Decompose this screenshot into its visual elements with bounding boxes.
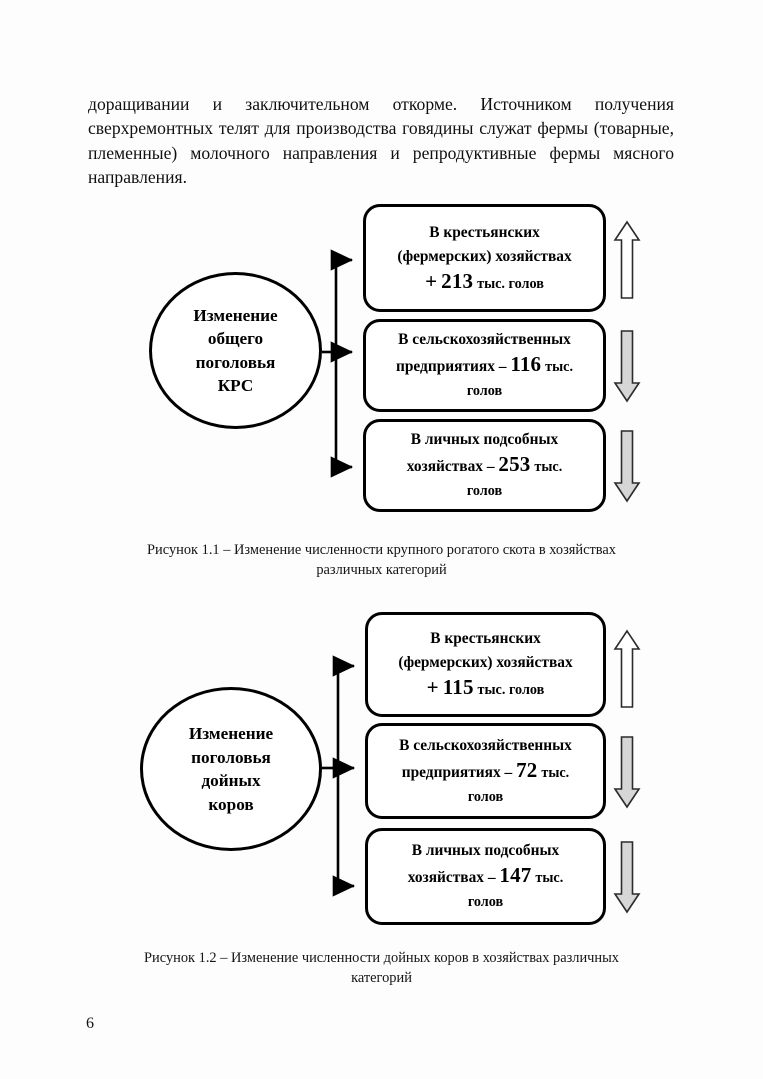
center-line-1: Изменение <box>193 305 278 325</box>
figure-1-1-branch-box-3: В личных подсобных хозяйствах – 253 тыс.… <box>363 419 606 512</box>
arrow-down-icon <box>613 736 641 809</box>
arrow-down-icon <box>613 430 641 503</box>
center-line-4: КРС <box>217 376 254 395</box>
branch-3-line-1: В личных подсобных <box>411 842 560 859</box>
arrow-up-icon <box>613 220 641 299</box>
branch-2-line-1: В сельскохозяйственных <box>399 736 572 754</box>
center-line-2: поголовья <box>191 747 271 767</box>
center-line-1: Изменение <box>188 724 274 743</box>
branch-1-line-2: (фермерских) хозяйствах <box>397 247 572 265</box>
caption-1-line-1: Рисунок 1.1 – Изменение численности круп… <box>147 542 616 558</box>
branch-2-text: В сельскохозяйственных предприятиях – 72… <box>389 734 582 809</box>
branch-1-sign: + <box>425 268 438 293</box>
branch-1-line-2: (фермерских) хозяйствах <box>398 654 573 671</box>
figure-1-2-branch-box-3: В личных подсобных хозяйствах – 147 тыс.… <box>365 828 606 925</box>
branch-2-prefix: предприятиях – <box>401 763 513 781</box>
figure-1-2-diagram: Изменение поголовья дойных коров В крест… <box>0 604 763 934</box>
branch-1-value: 213 <box>441 268 474 293</box>
center-line-4: коров <box>208 794 254 814</box>
branch-3-prefix: хозяйствах – <box>406 458 495 475</box>
branch-1-line-1: В крестьянских <box>430 630 541 647</box>
center-line-2: общего <box>207 329 264 348</box>
branch-2-unit: тыс. <box>541 764 570 781</box>
figure-1-2-branch-box-2: В сельскохозяйственных предприятиях – 72… <box>365 723 606 819</box>
branch-3-unit-tail: голов <box>467 894 504 910</box>
figure-1-2-center-circle: Изменение поголовья дойных коров <box>140 687 322 851</box>
arrow-up-icon <box>613 629 641 708</box>
branch-3-line-1: В личных подсобных <box>410 431 559 448</box>
figure-1-1-diagram: Изменение общего поголовья КРС В крестья… <box>0 195 763 525</box>
branch-3-text: В личных подсобных хозяйствах – 253 тыс.… <box>397 428 573 503</box>
branch-1-unit: тыс. голов <box>477 275 544 292</box>
branch-1-sign: + <box>426 675 439 699</box>
figure-1-2-branch-box-1: В крестьянских (фермерских) хозяйствах +… <box>365 612 606 717</box>
branch-3-value: 147 <box>499 863 532 887</box>
branch-2-value: 116 <box>510 352 542 376</box>
branch-3-value: 253 <box>498 452 531 476</box>
figure-1-1-center-label: Изменение общего поголовья КРС <box>179 304 291 398</box>
branch-3-unit: тыс. <box>535 870 564 886</box>
branch-3-prefix: хозяйствах – <box>407 869 496 886</box>
branch-1-line-1: В крестьянских <box>429 223 540 241</box>
branch-2-unit-tail: голов <box>466 383 503 399</box>
branch-1-unit: тыс. голов <box>477 682 545 698</box>
figure-1-2-center-label: Изменение поголовья дойных коров <box>175 722 287 816</box>
body-paragraph: доращивании и заключительном откорме. Ис… <box>88 93 674 188</box>
branch-1-text: В крестьянских (фермерских) хозяйствах +… <box>388 627 582 702</box>
caption-2-line-2: категорий <box>351 970 412 986</box>
branch-3-text: В личных подсобных хозяйствах – 147 тыс.… <box>398 839 574 914</box>
arrow-down-icon <box>613 841 641 914</box>
branch-2-unit-tail: голов <box>467 788 504 805</box>
center-line-3: поголовья <box>195 352 276 372</box>
branch-2-unit: тыс. <box>545 359 574 375</box>
caption-2-line-1: Рисунок 1.2 – Изменение численности дойн… <box>144 950 619 966</box>
branch-2-text: В сельскохозяйственных предприятиях – 11… <box>386 328 583 403</box>
figure-1-1-caption: Рисунок 1.1 – Изменение численности круп… <box>0 540 763 580</box>
branch-1-text: В крестьянских (фермерских) хозяйствах +… <box>387 221 581 296</box>
figure-1-1-center-circle: Изменение общего поголовья КРС <box>149 272 322 429</box>
caption-1-line-2: различных категорий <box>316 562 447 578</box>
figure-1-1-branch-box-2: В сельскохозяйственных предприятиях – 11… <box>363 319 606 412</box>
page-number: 6 <box>86 1015 94 1032</box>
branch-2-line-1: В сельскохозяйственных <box>398 331 571 348</box>
branch-3-unit: тыс. <box>534 459 563 475</box>
arrow-down-icon <box>613 330 641 403</box>
branch-3-unit-tail: голов <box>466 483 503 499</box>
branch-1-value: 115 <box>442 675 474 699</box>
figure-1-1-branch-box-1: В крестьянских (фермерских) хозяйствах +… <box>363 204 606 312</box>
center-line-3: дойных <box>201 771 261 790</box>
figure-1-2-caption: Рисунок 1.2 – Изменение численности дойн… <box>0 948 763 988</box>
branch-2-prefix: предприятиях – <box>395 358 507 375</box>
branch-2-value: 72 <box>516 757 538 782</box>
